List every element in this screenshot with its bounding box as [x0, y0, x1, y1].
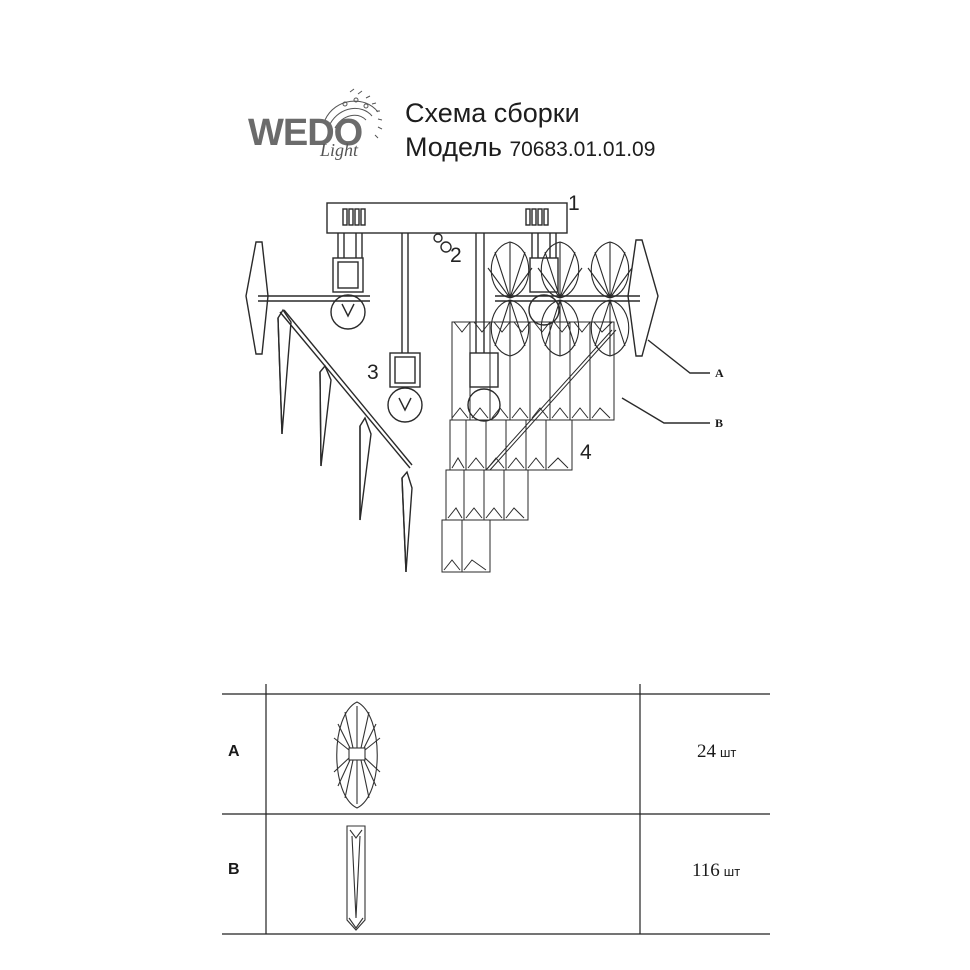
callout-2: 2: [450, 244, 462, 267]
logo-swirl-icon: [324, 88, 383, 139]
socket-3: [389, 352, 421, 388]
brand-logo: WEDO: [248, 112, 363, 154]
bulb-1: [330, 294, 366, 330]
qty-b-value: 116: [692, 860, 720, 881]
ceiling-plate: [326, 202, 568, 234]
callout-3: 3: [367, 361, 379, 384]
brand-logo-sub: Light: [320, 140, 359, 160]
callout-4: 4: [580, 441, 592, 464]
qty-b-unit: шт: [723, 864, 741, 879]
table-row-a-label: A: [228, 743, 240, 760]
callout-1: 1: [568, 192, 580, 215]
parts-table-grid: [222, 684, 770, 935]
socket-1: [332, 257, 364, 293]
callout-b: B: [715, 416, 724, 430]
model-prefix: Модель: [405, 132, 502, 162]
bulb-3: [387, 387, 423, 423]
diagram-title: Схема сборки: [405, 98, 580, 128]
table-row-b-label: B: [228, 861, 240, 878]
socket-2: [529, 257, 559, 293]
left-shell-crystal: [245, 241, 269, 355]
qty-a-unit: шт: [720, 745, 737, 760]
prism-crystal-icon: [346, 825, 366, 931]
fan-shells: [487, 241, 633, 357]
vent-slots-right: [525, 208, 549, 226]
callout-a: A: [715, 366, 724, 380]
shell-crystal-icon: [333, 701, 381, 809]
vent-slots-left: [342, 208, 366, 226]
model-number: 70683.01.01.09: [509, 138, 656, 161]
model-line: Модель 70683.01.01.09: [405, 132, 655, 163]
right-shell-crystal: [627, 239, 659, 357]
qty-a-value: 24: [697, 741, 716, 762]
table-row-a-qty: 24 шт: [697, 741, 736, 763]
prism-cascade: [441, 321, 617, 573]
